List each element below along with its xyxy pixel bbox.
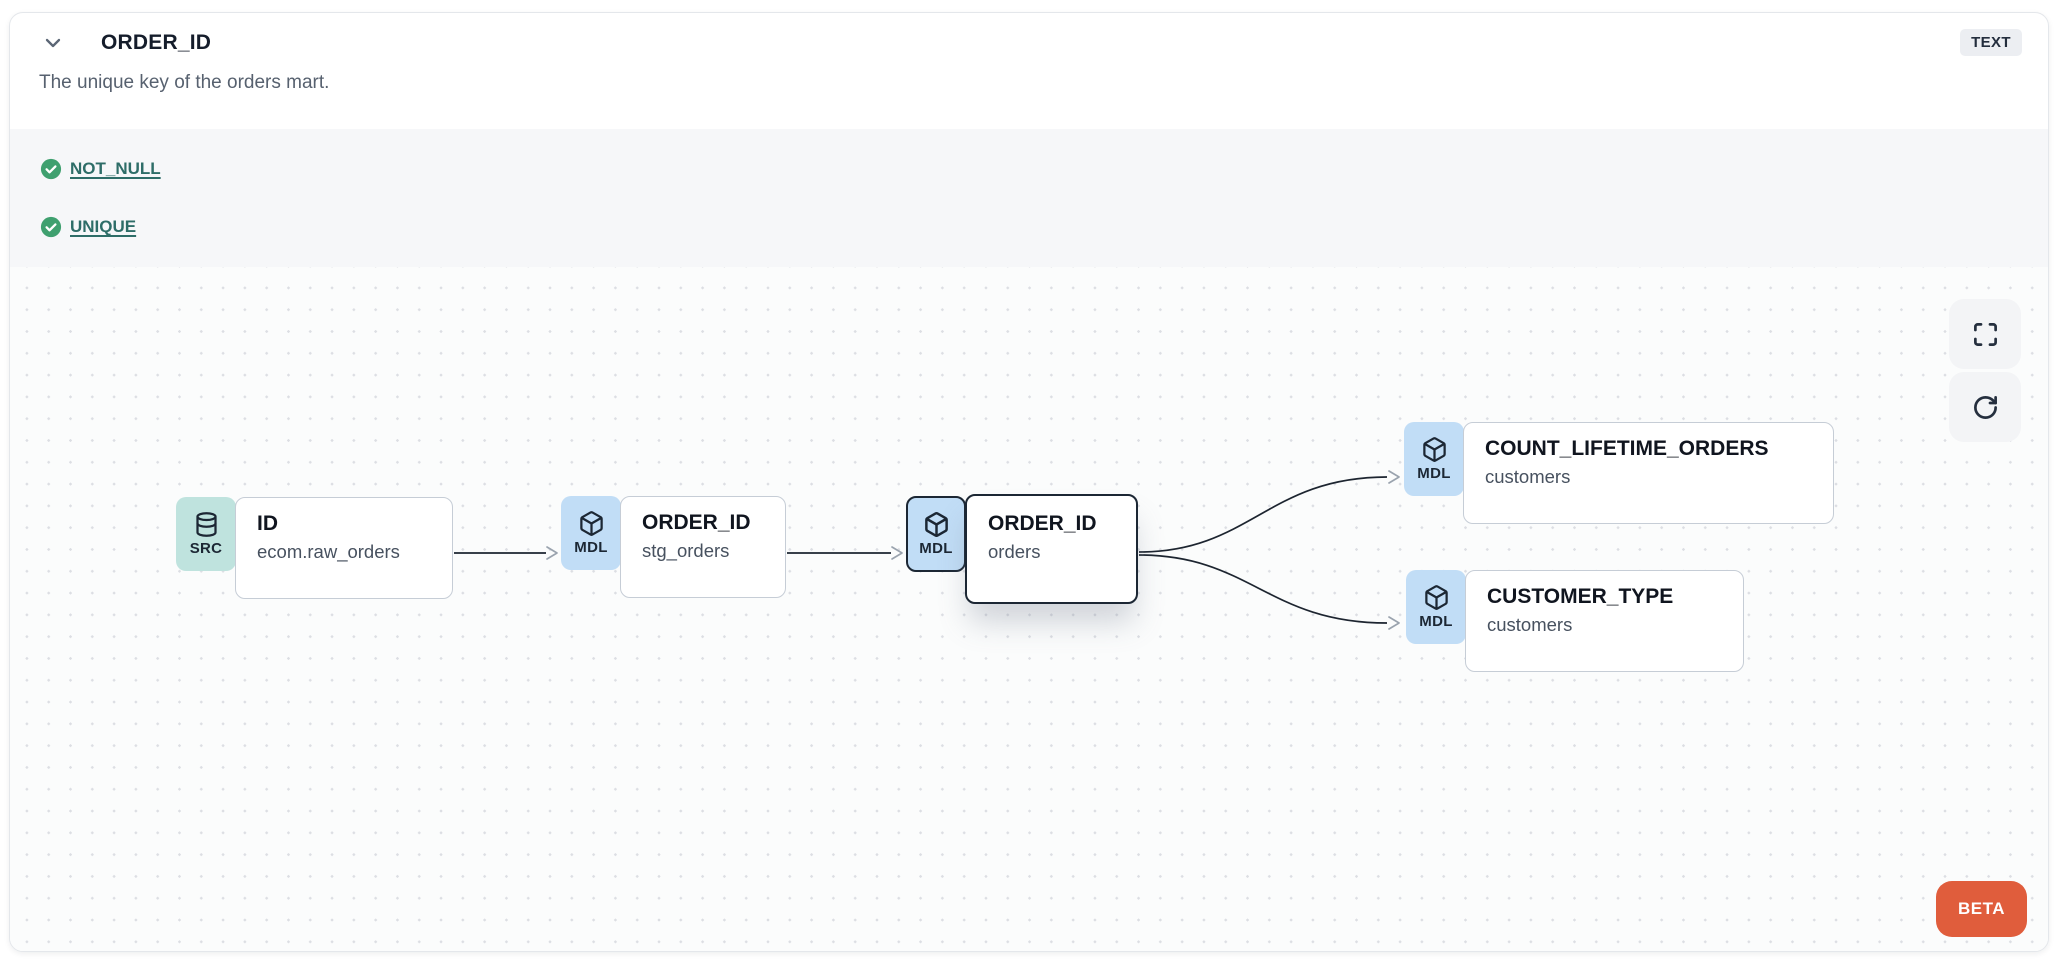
- beta-badge: BETA: [1936, 881, 2027, 937]
- node-type-badge-mdl: MDL: [561, 496, 621, 570]
- node-card: ORDER_ID stg_orders: [620, 496, 786, 598]
- node-title: ORDER_ID: [988, 512, 1097, 535]
- node-card: CUSTOMER_TYPE customers: [1465, 570, 1744, 672]
- lineage-node-customer-type[interactable]: MDL CUSTOMER_TYPE customers: [1406, 570, 1744, 672]
- node-type-badge-mdl: MDL: [1404, 422, 1464, 496]
- lineage-canvas[interactable]: SRC ID ecom.raw_orders MDL ORDER_ID stg: [10, 267, 2048, 951]
- node-type-badge-mdl: MDL: [1406, 570, 1466, 644]
- refresh-button[interactable]: [1949, 372, 2021, 442]
- lineage-node-order-id-orders-selected[interactable]: MDL ORDER_ID orders: [906, 494, 1138, 604]
- page-title: ORDER_ID: [101, 30, 212, 54]
- node-title: ID: [257, 512, 278, 535]
- chevron-down-icon: [41, 31, 65, 55]
- node-title: ORDER_ID: [642, 511, 751, 534]
- canvas-controls: [1949, 299, 2021, 442]
- test-row: NOT_NULL: [10, 157, 2048, 181]
- node-subtitle: orders: [988, 541, 1041, 562]
- check-circle-icon: [40, 216, 62, 238]
- node-card: ID ecom.raw_orders: [235, 497, 453, 599]
- column-description: The unique key of the orders mart.: [39, 72, 330, 93]
- column-details-card: ORDER_ID TEXT The unique key of the orde…: [9, 12, 2049, 952]
- node-subtitle: customers: [1485, 466, 1571, 487]
- edge: [1138, 554, 1400, 630]
- box-icon: [1423, 584, 1450, 611]
- lineage-node-count-lifetime-orders[interactable]: MDL COUNT_LIFETIME_ORDERS customers: [1404, 422, 1834, 524]
- box-icon: [578, 510, 605, 537]
- box-icon: [923, 511, 950, 538]
- edge: [1138, 470, 1400, 553]
- test-link-not-null[interactable]: NOT_NULL: [70, 159, 161, 178]
- maximize-icon: [1972, 321, 1999, 348]
- column-type-badge: TEXT: [1960, 29, 2022, 56]
- lineage-node-id-ecom-raw-orders[interactable]: SRC ID ecom.raw_orders: [176, 497, 453, 599]
- test-link-unique[interactable]: UNIQUE: [70, 217, 137, 236]
- node-title: COUNT_LIFETIME_ORDERS: [1485, 437, 1769, 460]
- check-circle-icon: [40, 158, 62, 180]
- node-subtitle: ecom.raw_orders: [257, 541, 400, 562]
- collapse-toggle-button[interactable]: [41, 31, 65, 55]
- node-card: ORDER_ID orders: [965, 494, 1138, 604]
- database-icon: [193, 511, 220, 538]
- edge: [454, 546, 558, 560]
- node-title: CUSTOMER_TYPE: [1487, 585, 1674, 608]
- node-subtitle: stg_orders: [642, 540, 730, 561]
- lineage-node-order-id-stg-orders[interactable]: MDL ORDER_ID stg_orders: [561, 496, 786, 598]
- box-icon: [1421, 436, 1448, 463]
- header: ORDER_ID TEXT: [10, 13, 2048, 56]
- rotate-cw-icon: [1972, 394, 1999, 421]
- edge: [787, 546, 903, 560]
- tests-section: NOT_NULL UNIQUE: [10, 129, 2048, 267]
- node-card: COUNT_LIFETIME_ORDERS customers: [1463, 422, 1834, 524]
- node-subtitle: customers: [1487, 614, 1573, 635]
- fullscreen-button[interactable]: [1949, 299, 2021, 369]
- node-type-badge-mdl: MDL: [906, 496, 966, 572]
- node-type-badge-src: SRC: [176, 497, 236, 571]
- test-row: UNIQUE: [10, 215, 2048, 239]
